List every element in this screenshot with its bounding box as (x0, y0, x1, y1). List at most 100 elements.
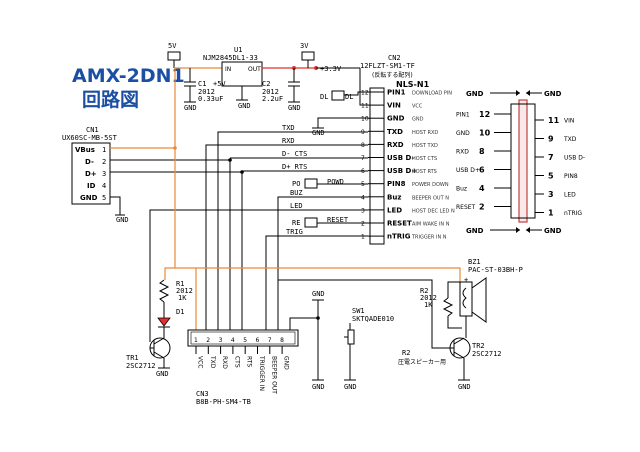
tr1-part: 2SC2712 (126, 362, 156, 370)
c2-ref: C2 (262, 80, 270, 88)
cn3-pin-label: RTS (246, 356, 253, 367)
c1-volt: +5V (213, 80, 226, 88)
tr2-part: 2SC2712 (472, 350, 502, 358)
r2-note-text: 圧電スピーカー用 (398, 359, 446, 366)
net-led: LED (290, 202, 303, 210)
fpc-left-num: 4 (479, 184, 485, 193)
cn1-pin5-num: 5 (102, 194, 106, 202)
cn2-pin-desc: TRIGGER IN N (411, 235, 447, 241)
v33-label: +3.3V (320, 65, 342, 73)
title-line2: 回路図 (82, 88, 139, 111)
fpc-right-num: 7 (548, 153, 554, 162)
fpc-left-label: Buz (456, 186, 467, 193)
cn1-connector: CN1 UX60SC-MB-5ST VBus D- D+ ID GND 1 2 … (62, 126, 129, 224)
cn2-pin-desc: HOST RXD (412, 130, 438, 136)
fpc-right-label: PIN8 (564, 173, 578, 180)
cn3-pin-num: 3 (219, 337, 223, 344)
fpc-gnd-bl: GND (466, 227, 484, 235)
cn3-part: B8B-PH-SM4-TB (196, 398, 251, 406)
net-reset: RESET (327, 216, 349, 224)
sw1-ref: SW1 (352, 307, 365, 315)
cn1-ref: CN1 (86, 126, 99, 134)
fpc-left-label: RESET (456, 204, 476, 211)
cn3-pin-label: BEEPER OUT (270, 356, 277, 394)
net-powd: POWD (327, 178, 344, 186)
dl-prefix: DL (320, 93, 328, 101)
r2-note-ref: R2 (402, 349, 410, 357)
cn2-pin-num: 12 (361, 90, 369, 97)
c1-value: 0.33uF (198, 95, 223, 103)
cn3-pin-num: 2 (206, 337, 210, 344)
cn3-pin-label: TXD (209, 355, 216, 369)
gnd-u1: GND (238, 102, 251, 110)
fpc-left-label: PIN1 (456, 112, 470, 119)
re-prefix: RE (292, 219, 300, 227)
cn2-pin-desc: VCC (412, 104, 423, 110)
c2-value: 2.2uF (262, 95, 283, 103)
title-line1: AMX-2DN1 (72, 65, 185, 87)
gnd-c1: GND (184, 104, 197, 112)
cn3-pin-label: CTS (233, 356, 240, 368)
cn1-pin2-num: 2 (102, 158, 106, 166)
fpc-left-label: RXD (456, 149, 469, 156)
cn2-ref: CN2 (388, 54, 401, 62)
cn2-pin-desc: BEEPER OUT N (412, 195, 449, 201)
power-section: 5V U1 NJM2845DL1-33 IN OUT GND GND C1 +5… (167, 42, 368, 112)
u1-ref: U1 (234, 46, 242, 54)
r2-ref: R2 (420, 287, 428, 295)
cn1-pin4-label: ID (87, 182, 96, 190)
cn3-pin-label: GND (283, 356, 290, 370)
sw1-part: SKTQADE010 (352, 315, 394, 323)
dl-label: DL (345, 93, 353, 101)
fpc-left-num: 6 (479, 166, 485, 175)
cn3-pin-num: 4 (231, 337, 235, 344)
u1-out: OUT (248, 66, 261, 73)
fpc-left-num: 12 (479, 110, 490, 119)
c1-size: 2012 (198, 88, 215, 96)
led-driver: R1 2012 1K D1 TR1 2SC2712 GND (126, 146, 193, 378)
cn2-pin-label: TXD (387, 128, 403, 136)
fpc-left-label: GND (456, 130, 470, 137)
cn1-pin4-num: 4 (102, 182, 106, 190)
net-buz: BUZ (290, 189, 303, 197)
net-dcts: D- CTS (282, 150, 307, 158)
po-prefix: PO (292, 180, 300, 188)
cn3-pin-num: 6 (256, 337, 260, 344)
d1-label: D1 (176, 308, 184, 316)
cn2-pin-num: 11 (361, 103, 369, 110)
cn2-pin-desc: HOST TXD (412, 143, 438, 149)
gnd-cn3: GND (312, 383, 325, 391)
cn1-pin2-label: D- (85, 158, 94, 166)
fpc-left-num: 10 (479, 129, 491, 138)
fpc-left-num: 8 (479, 147, 485, 156)
cn2-pin-label: Buz (387, 193, 401, 201)
sw1-switch: SW1 SKTQADE010 GND (344, 307, 394, 391)
fpc-gnd-tr: GND (544, 90, 562, 98)
cn2-pin-num: 10 (361, 116, 369, 123)
cn2-part: 12FLZT-SM1-TF (360, 62, 415, 70)
c2-size: 2012 (262, 88, 279, 96)
cn3-pin-num: 5 (243, 337, 247, 344)
cn2-pin-desc: HOST RTS (412, 169, 437, 175)
cn2-pin-desc: GND (412, 117, 424, 123)
cn3-pin-label: TRIGGER IN (258, 355, 265, 391)
gn-label: GND (312, 290, 325, 298)
fpc-right-num: 11 (548, 116, 560, 125)
cn3-pin-num: 1 (194, 337, 198, 344)
cn2-pin-label: RESET (387, 220, 412, 228)
bz1-part: PAC-ST-03BH-P (468, 266, 523, 274)
cn2-pin-desc: HOST CTS (412, 156, 437, 162)
gnd-tr2: GND (458, 383, 471, 391)
fpc-right-label: LED (564, 192, 576, 199)
cn1-part: UX60SC-MB-5ST (62, 134, 118, 142)
c1-ref: C1 (198, 80, 206, 88)
signal-nets: TXD RXD D- CTS D+ RTS PO POWD BUZ LED RE… (149, 124, 368, 342)
fpc-right-label: TXD (563, 136, 577, 143)
cn2-sub: (反転する配列) (372, 71, 413, 79)
fpc-right-num: 5 (548, 172, 554, 181)
cn2-pin-num: 6 (361, 168, 365, 175)
fpc-right-label: nTRIG (564, 210, 582, 217)
